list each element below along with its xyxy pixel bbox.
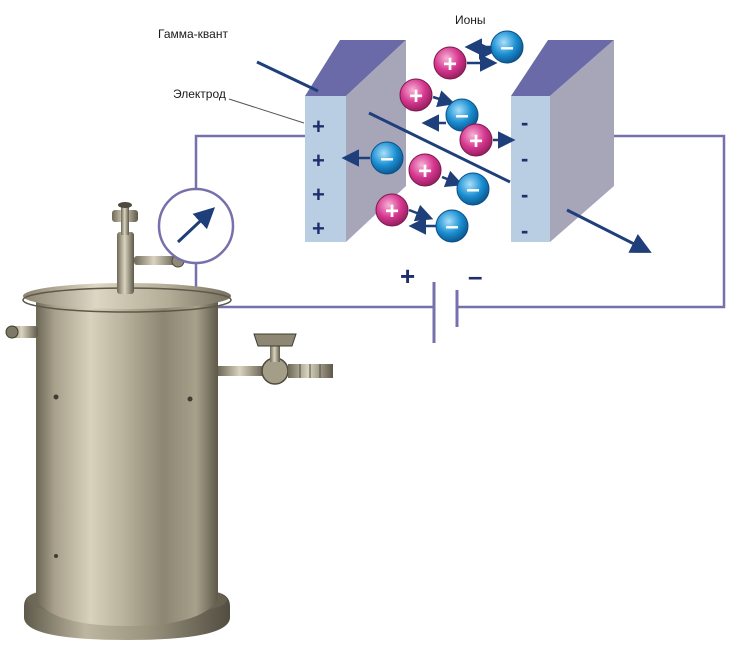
- circuit-wires: [194, 134, 726, 309]
- svg-text:+: +: [409, 83, 423, 110]
- wire-right: [457, 134, 726, 309]
- svg-text:+: +: [469, 128, 483, 155]
- battery-minus-sign: –: [468, 261, 482, 291]
- positive-ion: +: [399, 78, 433, 112]
- ions-label: Ионы: [455, 13, 486, 27]
- electrode-right-sign: -: [521, 110, 528, 135]
- electrode-right-front: [511, 96, 550, 242]
- top-connector: [134, 256, 178, 265]
- electrode-left-side: [346, 40, 406, 242]
- svg-text:+: +: [443, 51, 457, 78]
- ion-arrow-right: [432, 90, 456, 108]
- gamma-ray-incoming: [256, 60, 319, 93]
- electrode-label-pointer: [228, 98, 305, 124]
- electrode-right-sign: -: [521, 218, 528, 243]
- side-pipe: [218, 366, 266, 376]
- side-valve-stem: [270, 340, 280, 362]
- top-valve-stem: [117, 232, 134, 294]
- rivet: [53, 394, 59, 400]
- positive-ion: +: [375, 193, 409, 227]
- svg-text:–: –: [466, 176, 479, 203]
- electrode-left-top: [305, 40, 406, 96]
- electrode-right-sign: -: [521, 146, 528, 171]
- svg-text:+: +: [385, 198, 399, 225]
- left-screw-head: [5, 325, 19, 339]
- rivet: [187, 396, 193, 402]
- electrode-left-sign: +: [312, 182, 325, 207]
- electrode-right-side: [550, 40, 614, 242]
- top-valve-neck: [121, 205, 129, 235]
- negative-ion: –: [445, 98, 479, 132]
- ion-arrow-right: [441, 170, 464, 188]
- electrode-right: - - - -: [511, 40, 614, 243]
- electrode-right-sign: -: [521, 182, 528, 207]
- meter: [157, 187, 235, 265]
- electrode-left-sign: +: [312, 216, 325, 241]
- gamma-ray-outgoing-arrow: [566, 208, 652, 253]
- svg-text:+: +: [418, 158, 432, 185]
- top-valve-cap: [118, 202, 132, 208]
- ions: + – + – + – +: [341, 30, 524, 243]
- chamber-body: [36, 300, 218, 626]
- side-nozzle-ribs: [299, 364, 321, 378]
- positive-ion: +: [408, 153, 442, 187]
- electrode-left-front: [305, 96, 346, 242]
- electrode-label: Электрод: [173, 87, 226, 101]
- ionization-chamber-device: [5, 202, 333, 640]
- electrode-left-sign: +: [312, 114, 325, 139]
- meter-needle: [176, 207, 216, 244]
- svg-text:–: –: [500, 34, 513, 61]
- svg-text:–: –: [380, 145, 393, 172]
- wire-left-top: [194, 134, 305, 198]
- svg-text:–: –: [445, 213, 458, 240]
- battery: [432, 282, 459, 343]
- battery-plus-sign: +: [400, 261, 415, 291]
- svg-text:–: –: [455, 102, 468, 129]
- electrode-right-top: [511, 40, 614, 96]
- positive-ion: +: [459, 123, 493, 157]
- negative-ion: –: [435, 209, 469, 243]
- electrode-left: + + + +: [305, 40, 406, 242]
- negative-ion: –: [490, 30, 524, 64]
- ion-arrow-right: [408, 204, 434, 222]
- side-valve-handle: [253, 333, 297, 347]
- gamma-label: Гамма-квант: [158, 27, 228, 41]
- negative-ion: –: [456, 172, 490, 206]
- gamma-ray-through: [368, 111, 511, 184]
- electrode-left-sign: +: [312, 148, 325, 173]
- positive-ion: +: [433, 46, 467, 80]
- rivet: [54, 554, 58, 558]
- negative-ion: –: [370, 141, 404, 175]
